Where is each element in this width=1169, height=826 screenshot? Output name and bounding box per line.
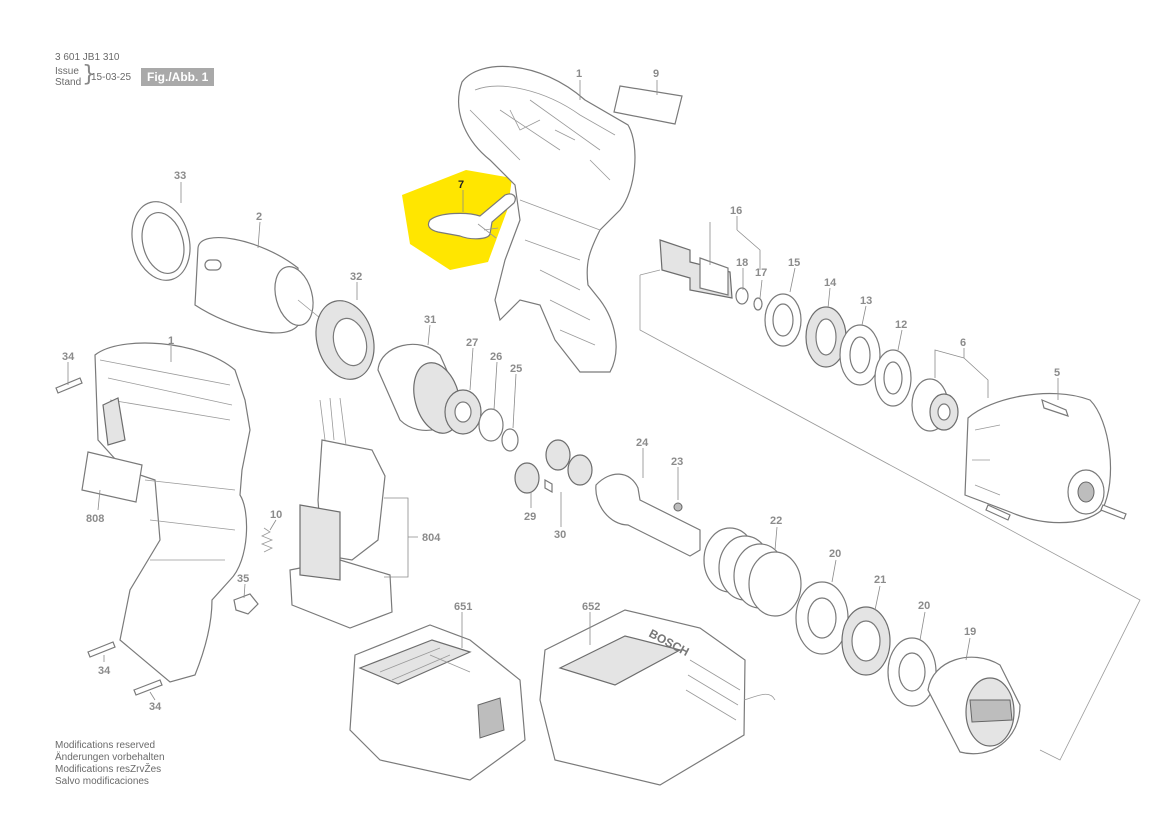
callout-1-left: 1 <box>168 335 174 347</box>
screw-front-lower <box>985 504 1011 521</box>
spring-part-22 <box>703 527 802 617</box>
callout-24: 24 <box>636 437 649 449</box>
callout-9: 9 <box>653 68 659 80</box>
callout-23: 23 <box>671 456 683 468</box>
ring-part-17 <box>753 297 763 311</box>
housing-half-top <box>458 65 636 373</box>
battery-part-651 <box>349 624 526 781</box>
callout-16: 16 <box>730 205 742 217</box>
callout-12: 12 <box>895 319 907 331</box>
callout-5: 5 <box>1054 367 1060 379</box>
washer-part-26 <box>478 408 504 442</box>
planet-gear-29-b <box>545 439 571 471</box>
callout-15: 15 <box>788 257 800 269</box>
issue-label: Issue <box>55 66 79 77</box>
callouts: 1 9 33 2 7 16 18 17 15 14 13 12 6 5 32 3… <box>62 68 1060 713</box>
assembly-frame-lines <box>639 269 1141 761</box>
stand-label: Stand <box>55 77 82 88</box>
callout-26: 26 <box>490 351 502 363</box>
screw-part-5 <box>1041 398 1069 417</box>
callout-14: 14 <box>824 277 837 289</box>
callout-34-b: 34 <box>98 665 111 677</box>
callout-33: 33 <box>174 170 186 182</box>
callout-19: 19 <box>964 626 976 638</box>
callout-34-c: 34 <box>149 701 162 713</box>
callout-18: 18 <box>736 257 748 269</box>
screw-part-34-c <box>133 679 163 696</box>
footer-note-en: Modifications reserved <box>55 740 156 751</box>
oring-part-25 <box>501 428 519 452</box>
callout-35: 35 <box>237 573 249 585</box>
screw-front-right <box>1100 504 1127 520</box>
front-cover-housing <box>964 392 1112 524</box>
part-35-clip <box>233 593 259 615</box>
ball-part-23 <box>673 502 683 512</box>
callout-7: 7 <box>458 179 464 191</box>
callout-808: 808 <box>86 513 104 525</box>
spindle-part-24 <box>595 473 701 557</box>
hammer-part-19 <box>927 656 1021 755</box>
callout-6: 6 <box>960 337 966 349</box>
callout-1-top: 1 <box>576 68 582 80</box>
label-plate <box>613 85 683 125</box>
callout-17: 17 <box>755 267 767 279</box>
oring-part-18 <box>735 287 749 305</box>
callout-34-a: 34 <box>62 351 75 363</box>
housing-half-left <box>94 342 251 683</box>
callout-652: 652 <box>582 601 600 613</box>
switch-assembly-804 <box>289 397 393 629</box>
charger-part-652: BOSCH <box>539 609 776 786</box>
callout-32: 32 <box>350 271 362 283</box>
footer-note-fr: Modifications resZrvŽes <box>55 764 162 775</box>
screw-part-34-a <box>55 377 83 394</box>
footer-note-es: Salvo modificaciones <box>55 776 149 787</box>
document-number: 3 601 JB1 310 <box>55 52 120 63</box>
pin-part-30 <box>544 478 553 494</box>
latch-part-7 <box>427 193 516 240</box>
callout-13: 13 <box>860 295 872 307</box>
anvil-part-16 <box>659 239 733 299</box>
callout-10: 10 <box>270 509 282 521</box>
callout-651: 651 <box>454 601 472 613</box>
plate-part-32 <box>315 300 375 380</box>
footer-note-de: Änderungen vorbehalten <box>55 752 165 763</box>
callout-20-b: 20 <box>918 600 930 612</box>
callout-31: 31 <box>424 314 436 326</box>
leader-lines <box>67 80 1059 701</box>
issue-date: 15-03-25 <box>91 72 132 83</box>
callout-804: 804 <box>422 532 441 544</box>
callout-20-a: 20 <box>829 548 841 560</box>
callout-22: 22 <box>770 515 782 527</box>
callout-27: 27 <box>466 337 478 349</box>
brace-glyph: } <box>82 62 96 87</box>
label-part-808 <box>81 451 143 503</box>
planet-gear-29-a <box>514 462 540 494</box>
callout-2: 2 <box>256 211 262 223</box>
bearing-block-part-6 <box>911 378 959 432</box>
callout-29: 29 <box>524 511 536 523</box>
motor-part-2 <box>194 237 331 334</box>
planet-gear-29-c <box>567 454 593 486</box>
callout-25: 25 <box>510 363 522 375</box>
callout-21: 21 <box>874 574 886 586</box>
figure-badge: Fig./Abb. 1 <box>141 68 215 86</box>
callout-30: 30 <box>554 529 566 541</box>
ring-part-33 <box>131 201 191 281</box>
screw-part-34-b <box>87 641 116 658</box>
spring-part-10 <box>260 527 274 553</box>
